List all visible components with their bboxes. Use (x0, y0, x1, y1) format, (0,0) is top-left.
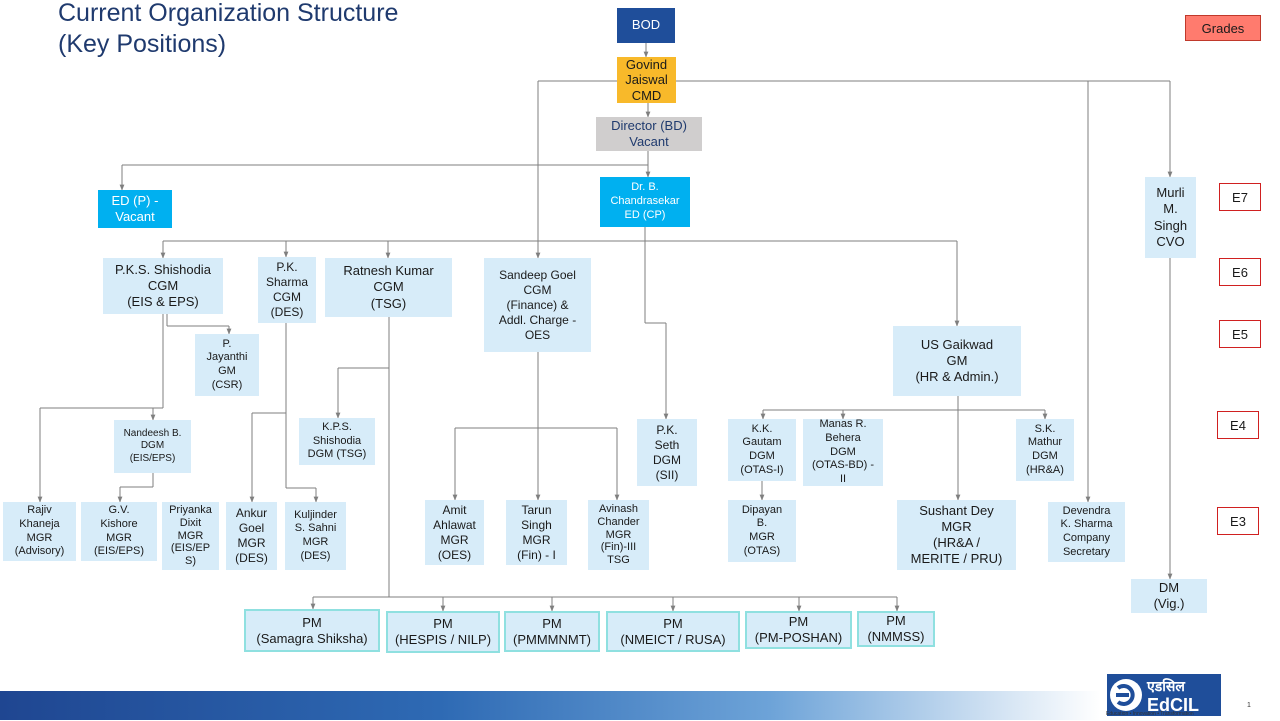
page-title: Current Organization Structure (Key Posi… (58, 0, 398, 60)
node-pk-sharma-cgm: P.K. Sharma CGM (DES) (258, 257, 316, 323)
node-pm-nmmss: PM (NMMSS) (857, 611, 935, 647)
node-jayanthi-gm: P. Jayanthi GM (CSR) (195, 334, 259, 396)
node-avinash-chander-mgr: Avinash Chander MGR (Fin)-III TSG (588, 500, 649, 570)
logo-english: EdCIL (1147, 695, 1199, 715)
grade-e3: E3 (1217, 507, 1259, 535)
grades-header: Grades (1185, 15, 1261, 41)
grade-e5: E5 (1219, 320, 1261, 348)
node-tarun-singh-mgr: Tarun Singh MGR (Fin) - I (506, 500, 567, 565)
edcil-logo: एडसिल EdCIL (1107, 674, 1221, 716)
node-pm-nmeict-rusa: PM (NMEICT / RUSA) (606, 611, 740, 652)
node-gaikwad-gm: US Gaikwad GM (HR & Admin.) (893, 326, 1021, 396)
grade-e7: E7 (1219, 183, 1261, 211)
node-sk-mathur-dgm: S.K. Mathur DGM (HR&A) (1016, 419, 1074, 481)
node-sushant-dey-mgr: Sushant Dey MGR (HR&A / MERITE / PRU) (897, 500, 1016, 570)
node-cmd: Govind Jaiswal CMD (617, 57, 676, 103)
node-pm-pmmmnmt: PM (PMMMNMT) (504, 611, 600, 652)
node-nandeesh-dgm: Nandeesh B. DGM (EIS/EPS) (114, 420, 191, 473)
grade-e4: E4 (1217, 411, 1259, 439)
node-priyanka-dixit-mgr: Priyanka Dixit MGR (EIS/EP S) (162, 502, 219, 570)
node-pks-shishodia-cgm: P.K.S. Shishodia CGM (EIS & EPS) (103, 258, 223, 314)
node-bod: BOD (617, 8, 675, 43)
node-manas-behera-dgm: Manas R. Behera DGM (OTAS-BD) - II (803, 418, 883, 486)
node-gv-kishore-mgr: G.V. Kishore MGR (EIS/EPS) (81, 502, 157, 561)
node-rajiv-khaneja-mgr: Rajiv Khaneja MGR (Advisory) (3, 502, 76, 561)
node-ankur-goel-mgr: Ankur Goel MGR (DES) (226, 502, 277, 570)
node-kps-shishodia-dgm: K.P.S. Shishodia DGM (TSG) (299, 418, 375, 465)
footer-bar (0, 691, 1100, 720)
node-director-bd: Director (BD) Vacant (596, 117, 702, 151)
node-amit-ahlawat-mgr: Amit Ahlawat MGR (OES) (425, 500, 484, 565)
node-kuljinder-sahni-mgr: Kuljinder S. Sahni MGR (DES) (285, 502, 346, 570)
node-dipayan-mgr: Dipayan B. MGR (OTAS) (728, 500, 796, 562)
logo-tagline: Education • Innovation • Transformation (1106, 711, 1194, 717)
node-devendra-sharma-cs: Devendra K. Sharma Company Secretary (1048, 502, 1125, 562)
logo-hindi: एडसिल (1146, 678, 1185, 695)
node-pm-samagra-shiksha: PM (Samagra Shiksha) (244, 609, 380, 652)
node-ed-cp: Dr. B. Chandrasekar ED (CP) (600, 177, 690, 227)
node-cvo: Murli M. Singh CVO (1145, 177, 1196, 258)
node-ratnesh-kumar-cgm: Ratnesh Kumar CGM (TSG) (325, 258, 452, 317)
page-number: 1 (1247, 702, 1251, 709)
node-sandeep-goel-cgm: Sandeep Goel CGM (Finance) & Addl. Charg… (484, 258, 591, 352)
title-line-2: (Key Positions) (58, 30, 227, 58)
title-line-1: Current Organization Structure (58, 0, 399, 27)
node-dm-vig: DM (Vig.) (1131, 579, 1207, 613)
node-pm-pm-poshan: PM (PM-POSHAN) (745, 611, 852, 649)
node-pk-seth-dgm: P.K. Seth DGM (SII) (637, 419, 697, 486)
node-pm-hespis-nilp: PM (HESPIS / NILP) (386, 611, 500, 653)
node-ed-p: ED (P) - Vacant (98, 190, 172, 228)
node-kk-gautam-dgm: K.K. Gautam DGM (OTAS-I) (728, 419, 796, 481)
grade-e6: E6 (1219, 258, 1261, 286)
